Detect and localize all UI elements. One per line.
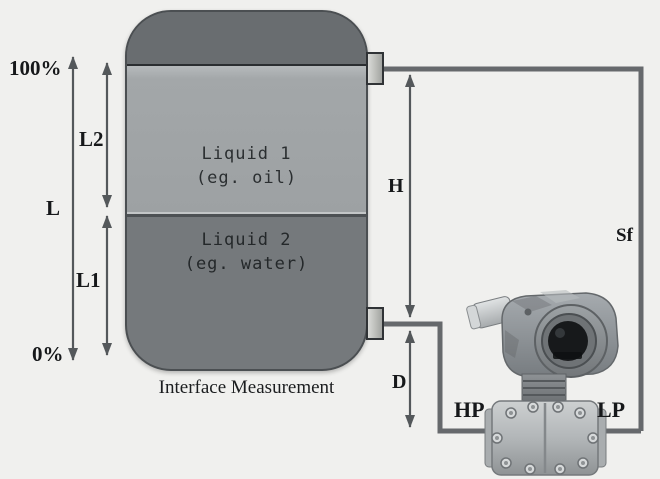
- interface-line: [127, 214, 366, 217]
- transmitter-lp-label: LP: [597, 397, 626, 422]
- tank-cap-divider: [127, 64, 366, 66]
- top-tap-nozzle: [366, 52, 384, 85]
- liquid2-example: (eg. water): [184, 254, 309, 274]
- liquid1-region: [127, 66, 366, 212]
- dimension-label-l1: L1: [76, 268, 101, 292]
- dimension-label-d: D: [392, 371, 407, 393]
- dp-transmitter-image: [466, 290, 619, 476]
- scale-label-100-percent: 100%: [9, 56, 62, 80]
- liquid2-name: Liquid 2: [201, 230, 292, 250]
- transmitter-hp-label: HP: [454, 397, 485, 422]
- interface-line-highlight: [127, 212, 366, 214]
- dimension-label-l: L: [46, 196, 61, 220]
- tank: Liquid 1 (eg. oil) Liquid 2 (eg. water): [125, 10, 368, 371]
- dimension-label-sf: Sf: [616, 225, 633, 246]
- liquid1-label: Liquid 1 (eg. oil): [127, 142, 366, 190]
- scale-label-0-percent: 0%: [32, 342, 64, 366]
- figure-caption: Interface Measurement: [158, 377, 335, 398]
- liquid1-example: (eg. oil): [195, 168, 298, 188]
- dimension-label-l2: L2: [79, 127, 104, 151]
- liquid1-name: Liquid 1: [201, 144, 292, 164]
- bottom-tap-nozzle: [366, 307, 384, 340]
- impulse-pipe-top-lp: [384, 66, 644, 431]
- tank-cap: [127, 12, 366, 64]
- dimension-label-h: H: [388, 175, 404, 197]
- liquid2-label: Liquid 2 (eg. water): [127, 228, 366, 276]
